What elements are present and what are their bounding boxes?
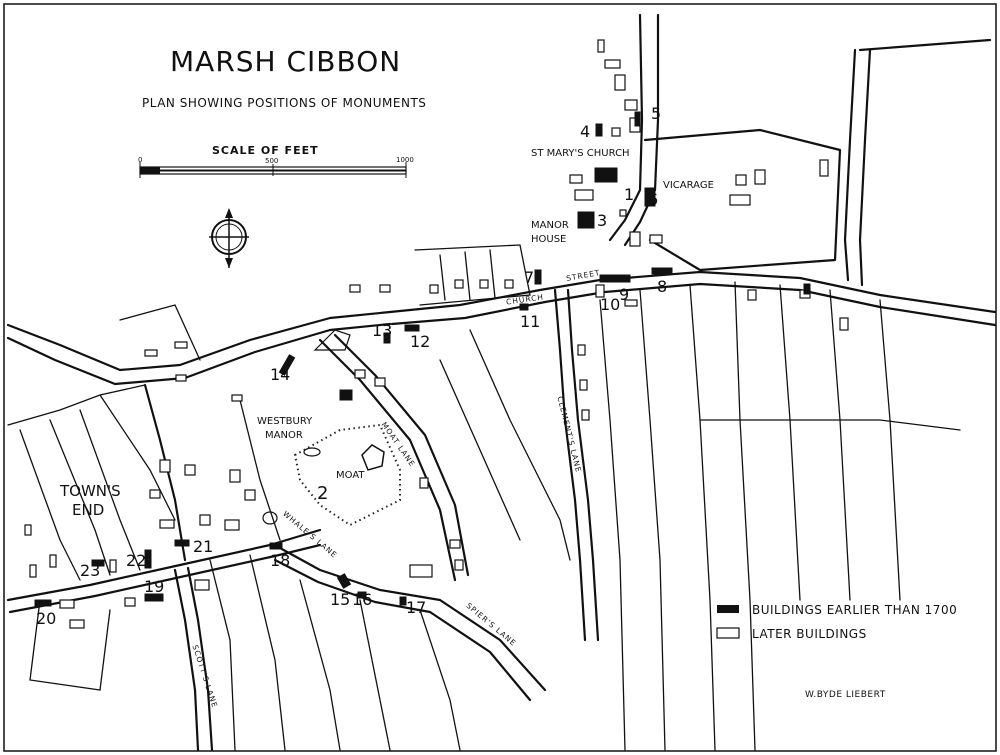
map-frame	[3, 3, 997, 752]
monument-23: 23	[80, 561, 101, 580]
label-westbury-2: MANOR	[265, 430, 303, 441]
legend-later-label: LATER BUILDINGS	[752, 627, 867, 641]
monument-1: 1	[624, 185, 635, 204]
westbury-manor-pond	[303, 447, 321, 457]
scale-tick-500: 500	[265, 157, 279, 165]
label-vicarage: VICARAGE	[663, 180, 714, 191]
label-towns-end-2: END	[72, 501, 105, 519]
monument-21: 21	[193, 537, 214, 556]
legend-later-swatch	[716, 627, 740, 639]
monument-3: 3	[597, 211, 608, 230]
monument-5: 5	[651, 104, 662, 123]
monument-20: 20	[36, 609, 57, 628]
monument-19: 19	[144, 577, 165, 596]
monument-22: 22	[126, 551, 147, 570]
moat-island	[361, 444, 385, 471]
monument-10: 10	[600, 295, 621, 314]
scale-tick-1000: 1000	[396, 156, 414, 164]
pond-north	[313, 329, 351, 351]
pond	[262, 511, 278, 525]
cartographer-signature: W.BYDE LIEBERT	[805, 690, 886, 700]
monument-11: 11	[520, 312, 541, 331]
map-title: MARSH CIBBON	[170, 45, 402, 78]
label-westbury-1: WESTBURY	[257, 416, 313, 427]
legend-earlier-label: BUILDINGS EARLIER THAN 1700	[752, 603, 958, 617]
scale-bar	[139, 162, 407, 178]
monument-9: 9	[619, 285, 630, 304]
moat-outline	[293, 423, 401, 527]
monument-2: 2	[317, 483, 329, 504]
map-subtitle: PLAN SHOWING POSITIONS OF MONUMENTS	[142, 96, 427, 110]
label-towns-end-1: TOWN'S	[60, 482, 121, 500]
scale-tick-0: 0	[138, 156, 143, 164]
later-buildings	[24, 39, 849, 629]
monument-12: 12	[410, 332, 431, 351]
monument-7: 7	[524, 268, 535, 287]
monument-17: 17	[406, 598, 427, 617]
monument-4: 4	[580, 122, 591, 141]
monument-18: 18	[270, 551, 291, 570]
monument-6: 6	[648, 190, 659, 209]
monument-8: 8	[657, 277, 668, 296]
field-boundaries	[7, 244, 961, 751]
scale-label: SCALE OF FEET	[212, 144, 319, 157]
monument-15: 15	[330, 590, 351, 609]
label-moat: MOAT	[336, 470, 365, 481]
legend-early-swatch	[717, 605, 739, 613]
early-buildings	[34, 111, 811, 607]
label-manor-2: HOUSE	[531, 234, 567, 245]
north-arrow	[209, 208, 249, 268]
monument-14: 14	[270, 365, 291, 384]
label-church: ST MARY'S CHURCH	[531, 148, 630, 159]
monument-16: 16	[352, 590, 373, 609]
monument-13: 13	[372, 321, 393, 340]
label-manor-1: MANOR	[531, 220, 569, 231]
